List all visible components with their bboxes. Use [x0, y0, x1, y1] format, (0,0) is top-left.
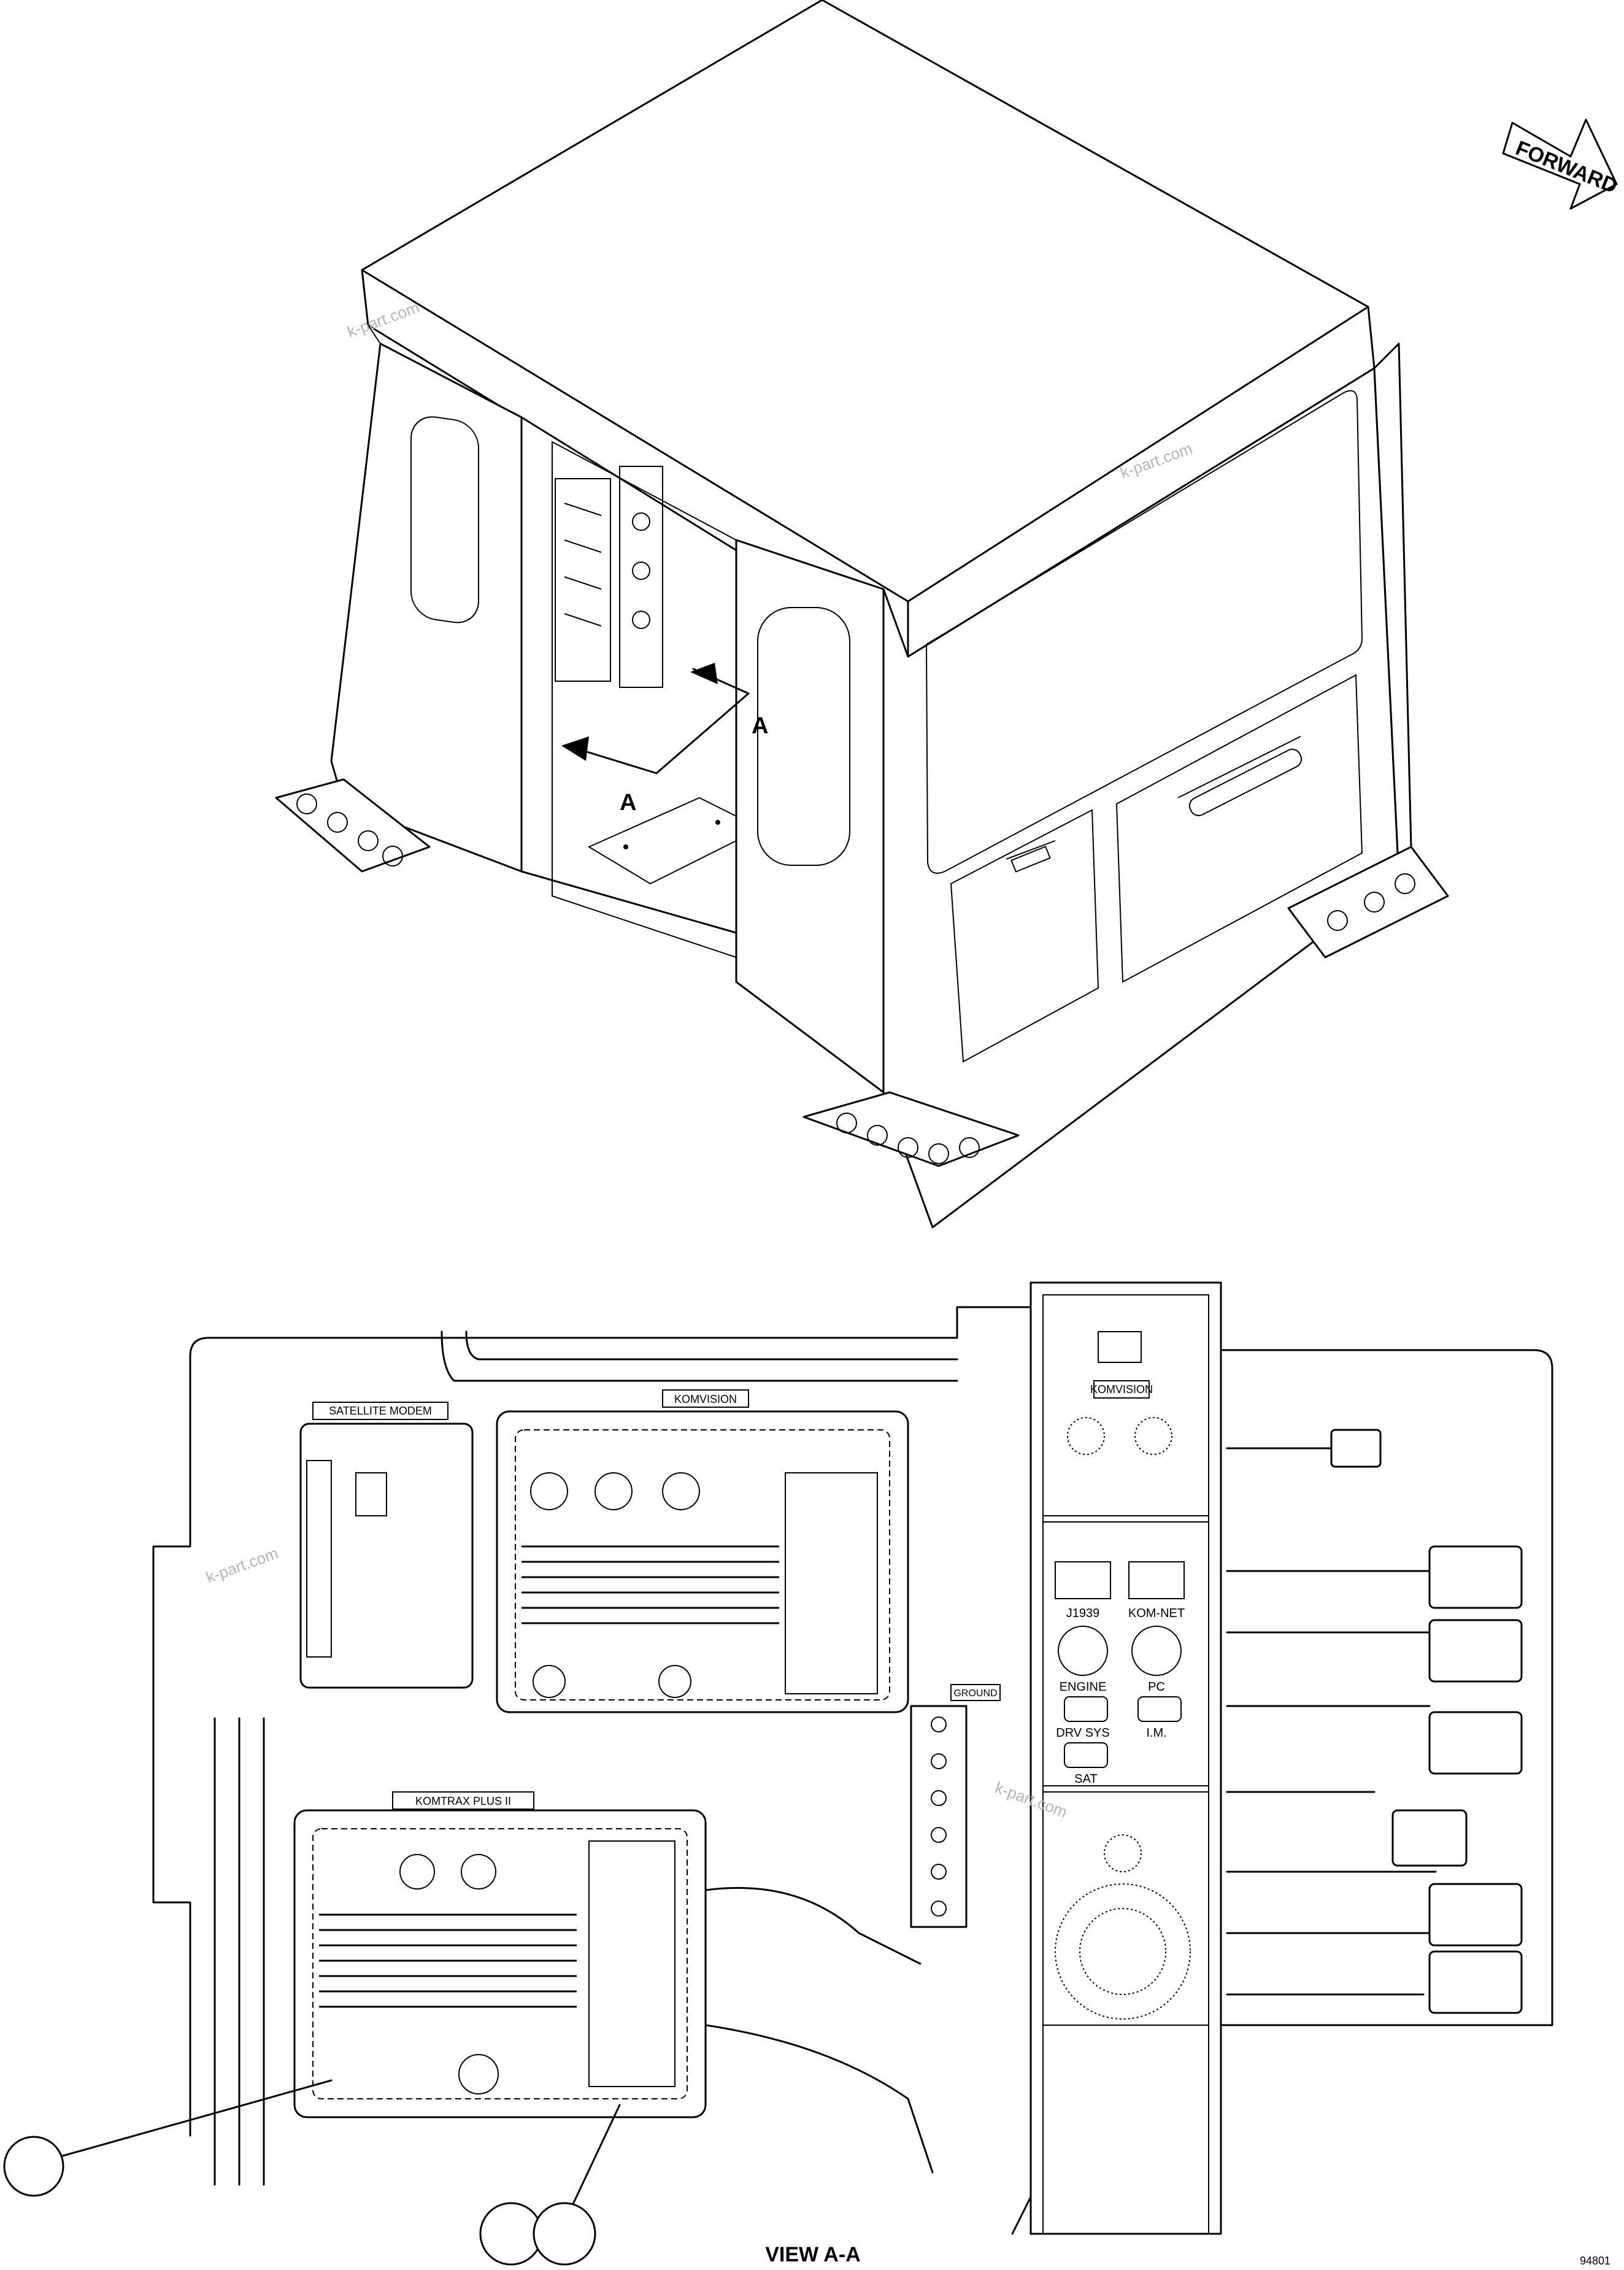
komvision-panel-label: KOMVISION [1090, 1383, 1153, 1396]
engine-label: ENGINE [1060, 1680, 1107, 1694]
ground-bar: GROUND [910, 1684, 1001, 1928]
forward-arrow: FORWARD [1502, 118, 1621, 210]
watermark-3: k-part.com [204, 1543, 281, 1586]
cab-windshield [925, 390, 1363, 874]
view-title: VIEW A-A [765, 2243, 861, 2266]
view-a-a: KOMVISION J1939 KOM-NET ENGINE PC DRV SY… [152, 1281, 1553, 2235]
centre-connector-panel: KOMVISION J1939 KOM-NET ENGINE PC DRV SY… [1029, 1281, 1222, 2235]
ground-label: GROUND [953, 1688, 997, 1699]
callout-balloon-1 [3, 2136, 64, 2197]
komtrax-label: KOMTRAX PLUS II [415, 1795, 511, 1807]
im-label: I.M. [1146, 1726, 1166, 1740]
callout-balloon-3 [533, 2202, 596, 2266]
satellite-modem: SATELLITE MODEM [299, 1402, 474, 1689]
section-arrows: A A [561, 663, 768, 816]
lower-access-panel-right [1115, 674, 1363, 983]
lower-access-panel-left [950, 809, 1099, 1063]
mounting-plate [152, 1306, 1032, 2235]
drv-sys-label: DRV SYS [1056, 1726, 1109, 1740]
cab-mounting-feet [275, 778, 1449, 1167]
satellite-modem-label: SATELLITE MODEM [329, 1405, 432, 1417]
wire-harnesses [214, 1330, 1437, 2186]
cab-left-wall [330, 342, 523, 873]
komvision-controller: KOMVISION [496, 1389, 909, 1713]
callouts [3, 2079, 621, 2266]
right-connectors [1330, 1429, 1523, 2014]
kom-net-label: KOM-NET [1128, 1607, 1185, 1620]
section-mark-a-2: A [752, 713, 768, 739]
pc-label: PC [1148, 1680, 1165, 1694]
komvision-top-label: KOMVISION [674, 1393, 737, 1405]
drawing-code: 94801 [1580, 2255, 1611, 2267]
j1939-label: J1939 [1066, 1607, 1100, 1620]
callout-balloon-2 [479, 2202, 543, 2266]
komtrax-plus-ii-controller: KOMTRAX PLUS II [293, 1791, 707, 2118]
section-mark-a-1: A [620, 790, 636, 816]
sat-label: SAT [1074, 1772, 1097, 1786]
cab-isometric-view: A A [275, 0, 1449, 1229]
